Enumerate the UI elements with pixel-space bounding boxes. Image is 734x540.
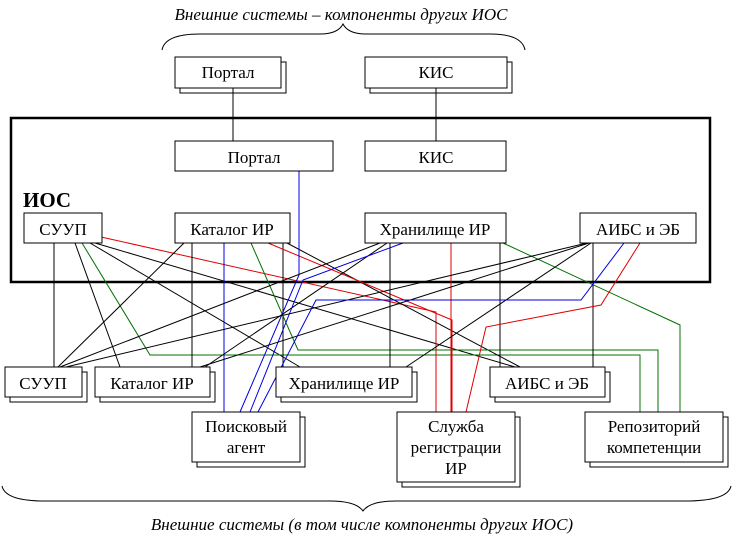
line-catalog-suup bbox=[57, 242, 185, 368]
ios-boundary bbox=[9, 116, 712, 284]
line-aibs-registration bbox=[465, 242, 641, 413]
external-repository-box[interactable]: Репозиторий компетенции bbox=[584, 411, 729, 468]
external-aibs-label: АИБС и ЭБ bbox=[505, 374, 589, 393]
external-suup-box[interactable]: СУУП bbox=[4, 366, 88, 403]
line-aibs-catalog bbox=[199, 242, 590, 368]
internal-suup-label: СУУП bbox=[39, 220, 86, 239]
external-suup-label: СУУП bbox=[19, 374, 66, 393]
bottom-brace bbox=[1, 485, 732, 512]
top-caption: Внешние системы – компоненты других ИОС bbox=[175, 5, 509, 24]
line-aibs-search bbox=[257, 242, 625, 413]
internal-kis-box[interactable]: КИС bbox=[364, 140, 507, 172]
external-search-agent-box[interactable]: Поисковый агент bbox=[191, 411, 306, 468]
external-registration-box[interactable]: Служба регистрации ИР bbox=[396, 411, 521, 488]
registration-label-line3: ИР bbox=[445, 459, 467, 478]
external-portal-box[interactable]: Портал bbox=[174, 56, 287, 94]
line-portal-search bbox=[239, 170, 300, 413]
line-suup-registration bbox=[100, 236, 437, 412]
external-kis-box[interactable]: КИС bbox=[364, 56, 513, 94]
internal-portal-box[interactable]: Портал bbox=[174, 140, 334, 172]
internal-portal-label: Портал bbox=[228, 148, 281, 167]
line-catalog-registration bbox=[267, 242, 453, 412]
repository-label-line2: компетенции bbox=[607, 438, 701, 457]
line-suup-aibs bbox=[94, 242, 516, 368]
external-kis-label: КИС bbox=[419, 63, 454, 82]
internal-storage-label: Хранилище ИР bbox=[380, 220, 491, 239]
external-aibs-box[interactable]: АИБС и ЭБ bbox=[489, 366, 611, 403]
ios-label: ИОС bbox=[23, 188, 71, 212]
line-suup-repository bbox=[81, 242, 641, 412]
internal-storage-box[interactable]: Хранилище ИР bbox=[364, 212, 507, 244]
line-catalog-repository bbox=[250, 242, 659, 412]
internal-aibs-box[interactable]: АИБС и ЭБ bbox=[579, 212, 697, 244]
internal-aibs-label: АИБС и ЭБ bbox=[596, 220, 680, 239]
line-storage-catalog bbox=[204, 242, 388, 368]
search-agent-label-line2: агент bbox=[227, 438, 266, 457]
line-catalog-aibs bbox=[286, 242, 521, 368]
search-agent-label-line1: Поисковый bbox=[205, 417, 287, 436]
line-storage-repository bbox=[502, 242, 681, 412]
internal-catalog-label: Каталог ИР bbox=[190, 220, 274, 239]
line-storage-suup bbox=[59, 242, 381, 368]
external-storage-label: Хранилище ИР bbox=[289, 374, 400, 393]
registration-label-line1: Служба bbox=[428, 417, 484, 436]
external-catalog-label: Каталог ИР bbox=[110, 374, 194, 393]
top-brace bbox=[161, 22, 526, 51]
external-portal-label: Портал bbox=[202, 63, 255, 82]
internal-suup-box[interactable]: СУУП bbox=[23, 212, 103, 244]
line-suup-catalog bbox=[74, 242, 121, 368]
connections bbox=[53, 170, 681, 413]
external-storage-box[interactable]: Хранилище ИР bbox=[275, 366, 418, 403]
internal-catalog-box[interactable]: Каталог ИР bbox=[174, 212, 291, 244]
bottom-caption: Внешние системы (в том числе компоненты … bbox=[151, 515, 574, 534]
repository-label-line1: Репозиторий bbox=[608, 417, 701, 436]
line-storage-search bbox=[249, 242, 404, 413]
external-catalog-box[interactable]: Каталог ИР bbox=[94, 366, 216, 403]
registration-label-line2: регистрации bbox=[411, 438, 502, 457]
line-aibs-storage bbox=[405, 242, 592, 368]
line-aibs-suup bbox=[65, 242, 588, 368]
internal-kis-label: КИС bbox=[419, 148, 454, 167]
